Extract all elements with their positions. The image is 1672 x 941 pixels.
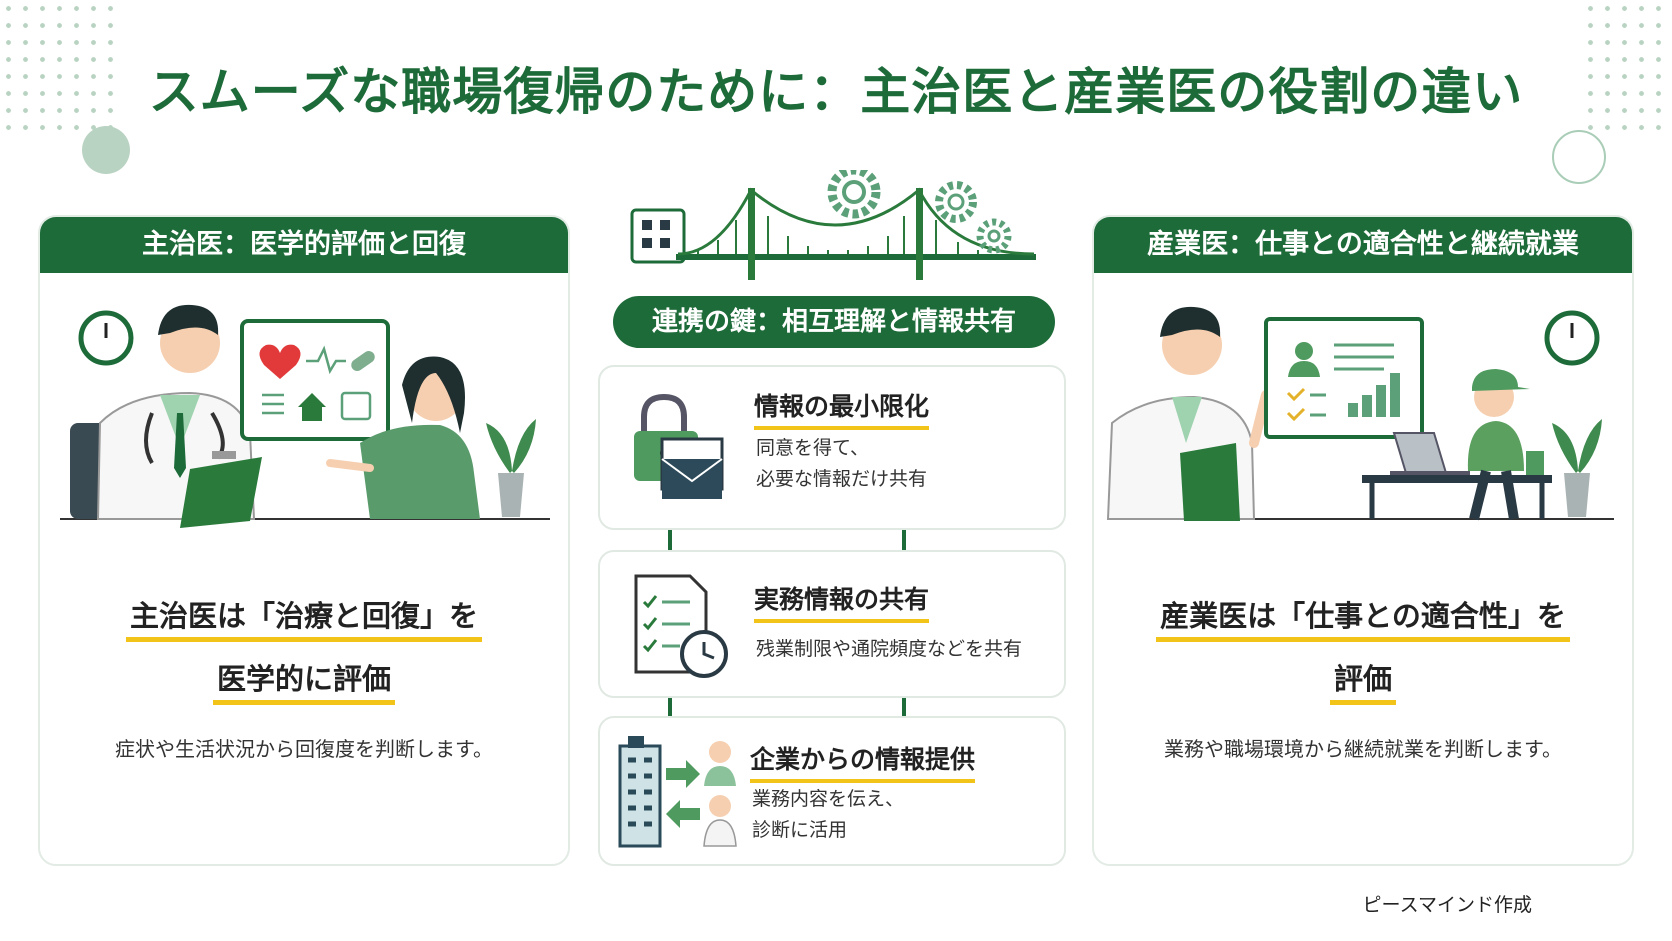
collab-item-company-info: 企業からの情報提供 業務内容を伝え、 診断に活用 — [598, 716, 1066, 866]
card-header: 主治医：医学的評価と回復 — [40, 217, 568, 273]
collab-item-share-practical-info: 実務情報の共有 残業制限や通院頻度などを共有 — [598, 550, 1066, 698]
card-description: 業務や職場環境から継続就業を判断します。 — [1164, 737, 1562, 761]
decor-circle-filled — [82, 126, 130, 174]
connector — [668, 526, 672, 552]
company-doctor-exchange-icon — [618, 736, 737, 848]
gear-icon — [976, 218, 1012, 254]
occupational-physician-illustration — [1106, 306, 1614, 521]
item-title: 企業からの情報提供 — [750, 740, 976, 783]
gear-icon — [935, 181, 977, 223]
decor-circle-outline — [1552, 130, 1606, 184]
connector — [668, 694, 672, 716]
dot-pattern-top-right — [1582, 0, 1672, 136]
doctor-patient-illustration — [60, 304, 550, 528]
dot-pattern-top-left — [0, 0, 118, 136]
collaboration-key-pill: 連携の鍵：相互理解と情報共有 — [613, 296, 1055, 348]
highlight-line-1: 産業医は「仕事との適合性」を — [1156, 593, 1570, 642]
clock-icon — [78, 310, 134, 366]
monitor-icon — [240, 319, 390, 441]
connector — [902, 526, 906, 552]
highlight-line-2: 評価 — [1329, 656, 1396, 705]
highlight-line-2: 医学的に評価 — [212, 656, 395, 705]
highlight-line-1: 主治医は「治療と回復」を — [125, 593, 482, 642]
item-text-2: 必要な情報だけ共有 — [756, 468, 928, 490]
item-title: 情報の最小限化 — [754, 387, 930, 430]
plant-icon — [486, 419, 536, 517]
plant-icon — [1552, 419, 1602, 517]
presentation-board-icon — [1264, 317, 1424, 439]
item-text-1: 同意を得て、 — [756, 437, 870, 459]
item-title: 実務情報の共有 — [754, 580, 930, 623]
lock-mail-icon — [634, 393, 724, 499]
card-description: 症状や生活状況から回復度を判断します。 — [115, 737, 493, 761]
bridge-gears-illustration — [630, 170, 1036, 280]
card-occupational-physician: 産業医：仕事との適合性と継続就業 — [1092, 215, 1634, 866]
page-title: スムーズな職場復帰のために：主治医と産業医の役割の違い — [148, 63, 1524, 121]
checklist-clock-icon — [634, 574, 728, 678]
item-text-2: 診断に活用 — [752, 819, 848, 841]
item-text-1: 残業制限や通院頻度などを共有 — [756, 638, 1023, 660]
card-header: 産業医：仕事との適合性と継続就業 — [1094, 217, 1632, 273]
gear-icon — [827, 170, 881, 219]
laptop-icon — [1390, 432, 1470, 477]
clock-icon — [1544, 310, 1600, 366]
card-attending-physician: 主治医：医学的評価と回復 主治医は「治療と回復」を 医学的に評価 — [38, 215, 570, 866]
item-text-1: 業務内容を伝え、 — [752, 788, 905, 810]
collab-item-minimize-info: 情報の最小限化 同意を得て、 必要な情報だけ共有 — [598, 365, 1066, 530]
building-icon — [630, 208, 686, 264]
credit-text: ピースマインド作成 — [1362, 894, 1532, 916]
connector — [902, 694, 906, 716]
